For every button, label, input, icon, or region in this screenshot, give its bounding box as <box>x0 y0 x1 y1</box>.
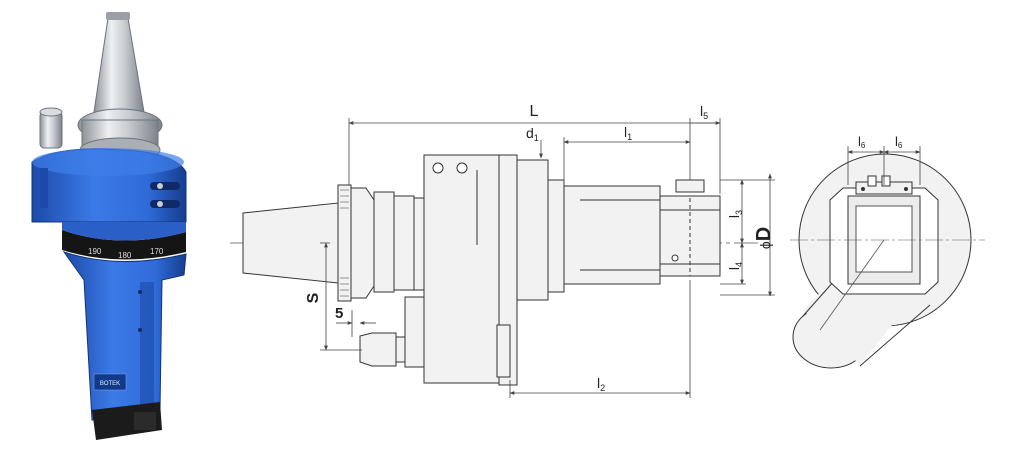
photo-scale-label: 190 <box>88 247 102 256</box>
extension-shaft <box>563 185 661 285</box>
v-flange <box>350 187 375 299</box>
dim-L: L <box>530 103 539 120</box>
dim-l3: l3 <box>726 210 744 218</box>
photo-taper-tip <box>106 12 130 20</box>
dim-l5: l5 <box>700 103 708 121</box>
photo-collet <box>92 402 162 440</box>
dim-l6-left: l6 <box>858 134 866 150</box>
dim-l2: l2 <box>597 375 605 393</box>
knurled-flange <box>337 184 352 302</box>
svg-text:BOTEK: BOTEK <box>100 381 120 387</box>
dim-l4: l4 <box>726 262 744 270</box>
end-view <box>790 153 985 369</box>
stop-block <box>404 296 425 368</box>
main-housing <box>423 154 500 384</box>
photo-scale-label: 170 <box>150 247 164 256</box>
screw-head <box>456 162 468 174</box>
stop-rod <box>359 332 397 367</box>
photo-scale-ring <box>62 230 186 260</box>
dim-l6-right: l6 <box>895 134 903 150</box>
photo-label-plate <box>93 373 127 391</box>
dim-S: S <box>305 292 322 303</box>
dim-d1: d1 <box>526 125 539 143</box>
photo-scale-label: 180 <box>118 251 132 260</box>
screw-head <box>432 162 444 174</box>
dim-phi-D: ϕD <box>753 227 775 249</box>
screw-head <box>671 254 679 262</box>
product-photo: 190 180 170 BOTEK <box>31 12 187 440</box>
dim-l1: l1 <box>624 124 632 142</box>
collar <box>547 179 565 293</box>
dim-5: 5 <box>335 305 343 322</box>
